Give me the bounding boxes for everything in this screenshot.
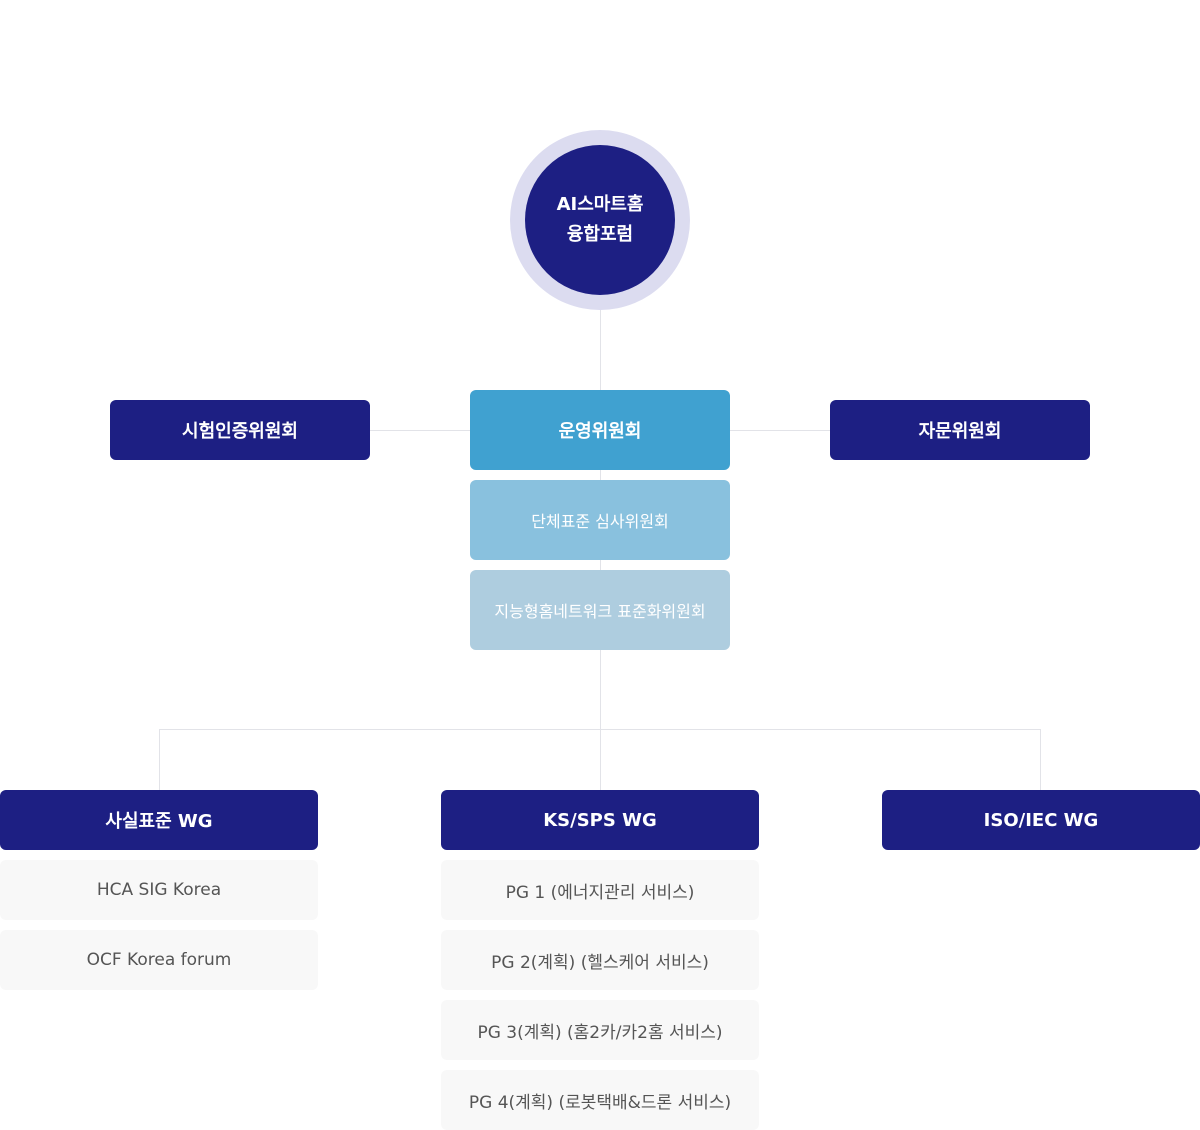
root-node-line-2: 융합포럼: [566, 224, 634, 245]
connector-trunk-down: [600, 650, 601, 790]
committee-operations[interactable]: 운영위원회: [470, 390, 730, 470]
wg-item[interactable]: PG 1 (에너지관리 서비스): [441, 860, 759, 920]
wg-item[interactable]: PG 3(계획) (홈2카/카2홈 서비스): [441, 1000, 759, 1060]
connector-root-to-operations: [600, 310, 601, 390]
wg-item[interactable]: PG 2(계획) (헬스케어 서비스): [441, 930, 759, 990]
connector-operations-to-review: [600, 470, 601, 480]
committee-standard-review[interactable]: 단체표준 심사위원회: [470, 480, 730, 560]
committee-home-network-standardization[interactable]: 지능형홈네트워크 표준화위원회: [470, 570, 730, 650]
wg-item[interactable]: OCF Korea forum: [0, 930, 318, 990]
root-node[interactable]: AI스마트홈 융합포럼: [525, 145, 675, 295]
connector-drop-left-wg: [159, 729, 160, 790]
connector-left-committee: [370, 430, 470, 431]
connector-horizontal-bus: [159, 729, 1041, 730]
committee-test-certification[interactable]: 시험인증위원회: [110, 400, 370, 460]
wg-ks-sps[interactable]: KS/SPS WG: [441, 790, 759, 850]
committee-advisory[interactable]: 자문위원회: [830, 400, 1090, 460]
wg-item[interactable]: HCA SIG Korea: [0, 860, 318, 920]
wg-de-facto-standard[interactable]: 사실표준 WG: [0, 790, 318, 850]
wg-item[interactable]: PG 4(계획) (로봇택배&드론 서비스): [441, 1070, 759, 1130]
connector-review-to-standardization: [600, 560, 601, 570]
connector-right-committee: [730, 430, 830, 431]
wg-iso-iec[interactable]: ISO/IEC WG: [882, 790, 1200, 850]
root-node-line-1: AI스마트홈: [556, 194, 644, 215]
connector-drop-right-wg: [1040, 729, 1041, 790]
